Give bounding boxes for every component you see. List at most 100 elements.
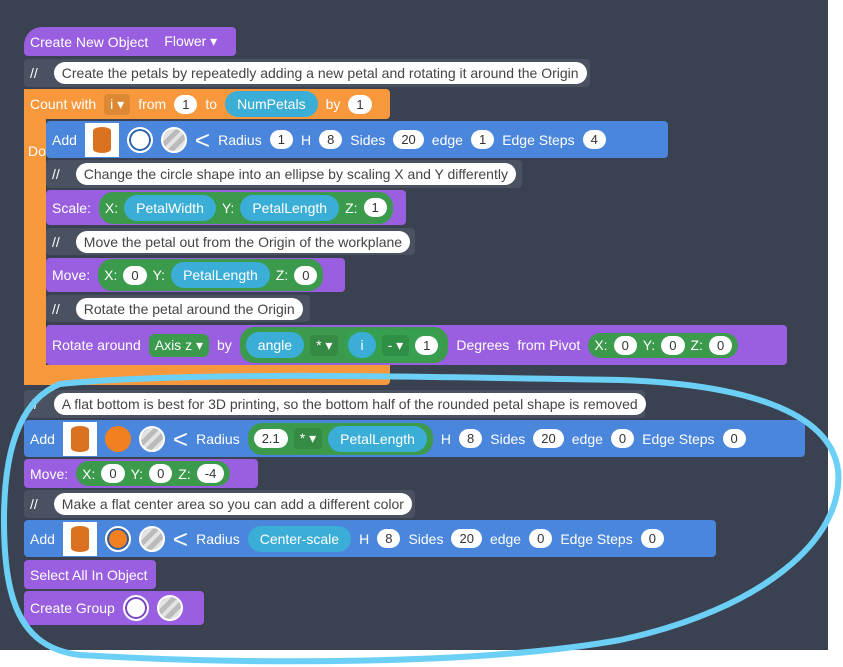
y-input[interactable]: 0 xyxy=(661,335,685,355)
z-input[interactable]: 1 xyxy=(363,198,387,217)
label: H xyxy=(440,430,452,447)
hole-icon[interactable] xyxy=(156,595,183,621)
label: Count with xyxy=(30,96,97,112)
x-input[interactable]: 0 xyxy=(613,335,637,355)
edge-steps-input[interactable]: 0 xyxy=(722,429,746,448)
cylinder-icon[interactable] xyxy=(62,421,97,456)
number-input[interactable]: 1 xyxy=(415,335,439,355)
edge-input[interactable]: 0 xyxy=(529,529,553,548)
h-input[interactable]: 8 xyxy=(319,130,343,149)
by-input[interactable]: 1 xyxy=(348,94,372,114)
z-input[interactable]: 0 xyxy=(708,335,733,355)
color-orange-icon[interactable] xyxy=(104,425,131,452)
var-dropdown[interactable]: i ▾ xyxy=(104,93,131,115)
label: Axis z ▾ xyxy=(154,336,203,353)
comment-block[interactable]: // Move the petal out from the Origin of … xyxy=(46,228,415,255)
comment-block[interactable]: //Make a flat center area so you can add… xyxy=(24,490,415,518)
label: edge xyxy=(431,131,463,148)
center-scale-variable[interactable]: Center-scale xyxy=(247,525,352,552)
edge-steps-input[interactable]: 0 xyxy=(640,529,664,548)
y-input[interactable]: 0 xyxy=(149,464,173,483)
comment-text[interactable]: Change the circle shape into an ellipse … xyxy=(75,163,516,185)
label: H xyxy=(300,131,312,148)
sides-input[interactable]: 20 xyxy=(393,130,424,149)
label: Radius xyxy=(196,530,240,547)
collapse-chevron-icon[interactable]: < xyxy=(172,423,189,454)
operator-dropdown[interactable]: - ▾ xyxy=(381,334,410,356)
angle-variable[interactable]: angle xyxy=(245,332,305,358)
hole-icon[interactable] xyxy=(138,425,165,452)
collapse-chevron-icon[interactable]: < xyxy=(172,523,189,554)
z-input[interactable]: -4 xyxy=(196,464,225,483)
comment-block[interactable]: //Create the petals by repeatedly adding… xyxy=(24,59,590,87)
hole-icon[interactable] xyxy=(160,126,187,153)
operator-dropdown[interactable]: * ▾ xyxy=(310,334,339,356)
label: to xyxy=(205,96,218,112)
label: Sides xyxy=(408,530,444,547)
comment-text[interactable]: Move the petal out from the Origin of th… xyxy=(75,230,411,253)
operator-dropdown[interactable]: * ▾ xyxy=(293,428,323,449)
z-input[interactable]: 0 xyxy=(294,265,318,285)
label: Move: xyxy=(30,465,69,482)
collapse-chevron-icon[interactable]: < xyxy=(194,124,211,155)
i-variable[interactable]: i xyxy=(348,332,376,358)
comment-block[interactable]: //Change the circle shape into an ellips… xyxy=(46,160,522,188)
number-input[interactable]: 2.1 xyxy=(253,429,288,448)
h-input[interactable]: 8 xyxy=(459,429,483,448)
x-input[interactable]: 0 xyxy=(123,265,147,285)
label: Z: xyxy=(345,199,358,216)
comment-text[interactable]: Rotate the petal around the Origin xyxy=(75,297,303,320)
to-variable[interactable]: NumPetals xyxy=(225,91,318,117)
edge-input[interactable]: 1 xyxy=(470,130,495,149)
petal-length-variable[interactable]: PetalLength xyxy=(328,425,427,452)
color-orange-icon[interactable] xyxy=(104,525,131,552)
color-solid-icon[interactable] xyxy=(122,595,149,621)
color-solid-icon[interactable] xyxy=(126,126,153,153)
sides-input[interactable]: 20 xyxy=(451,529,482,548)
object-dropdown[interactable]: Flower ▾ xyxy=(164,33,218,49)
y-variable[interactable]: PetalLength xyxy=(171,262,270,288)
from-input[interactable]: 1 xyxy=(174,94,198,114)
cylinder-icon[interactable] xyxy=(62,521,97,556)
edge-input[interactable]: 0 xyxy=(610,429,635,448)
x-variable[interactable]: PetalWidth xyxy=(124,194,216,221)
axis-dropdown[interactable]: Axis z ▾ xyxy=(148,333,209,357)
hole-icon[interactable] xyxy=(138,525,165,552)
y-variable[interactable]: PetalLength xyxy=(240,194,340,221)
comment-icon: // xyxy=(52,300,60,317)
label: Create Group xyxy=(30,600,115,616)
math-expression: angle* ▾ i- ▾1 xyxy=(239,327,449,363)
comment-block[interactable]: // Rotate the petal around the Origin xyxy=(46,295,310,322)
label: Z: xyxy=(690,337,703,353)
radius-input[interactable]: 1 xyxy=(269,130,293,149)
sides-input[interactable]: 20 xyxy=(533,429,564,448)
label: Y: xyxy=(152,267,166,283)
label: Y: xyxy=(130,465,144,482)
label: Rotate around xyxy=(52,337,141,353)
loop-body-strip: Do xyxy=(24,89,46,385)
edge-steps-input[interactable]: 4 xyxy=(582,130,606,149)
h-input[interactable]: 8 xyxy=(377,529,401,548)
comment-icon: // xyxy=(52,233,60,250)
select-all-block[interactable]: Select All In Object xyxy=(24,560,156,589)
comment-text[interactable]: A flat bottom is best for 3D printing, s… xyxy=(53,393,646,415)
x-input[interactable]: 0 xyxy=(101,464,125,483)
create-group-block[interactable]: Create Group xyxy=(24,591,204,625)
label: Add xyxy=(52,131,77,148)
comment-text[interactable]: Create the petals by repeatedly adding a… xyxy=(53,62,587,84)
comment-text[interactable]: Make a flat center area so you can add a… xyxy=(53,493,412,515)
cylinder-icon[interactable] xyxy=(84,122,119,157)
